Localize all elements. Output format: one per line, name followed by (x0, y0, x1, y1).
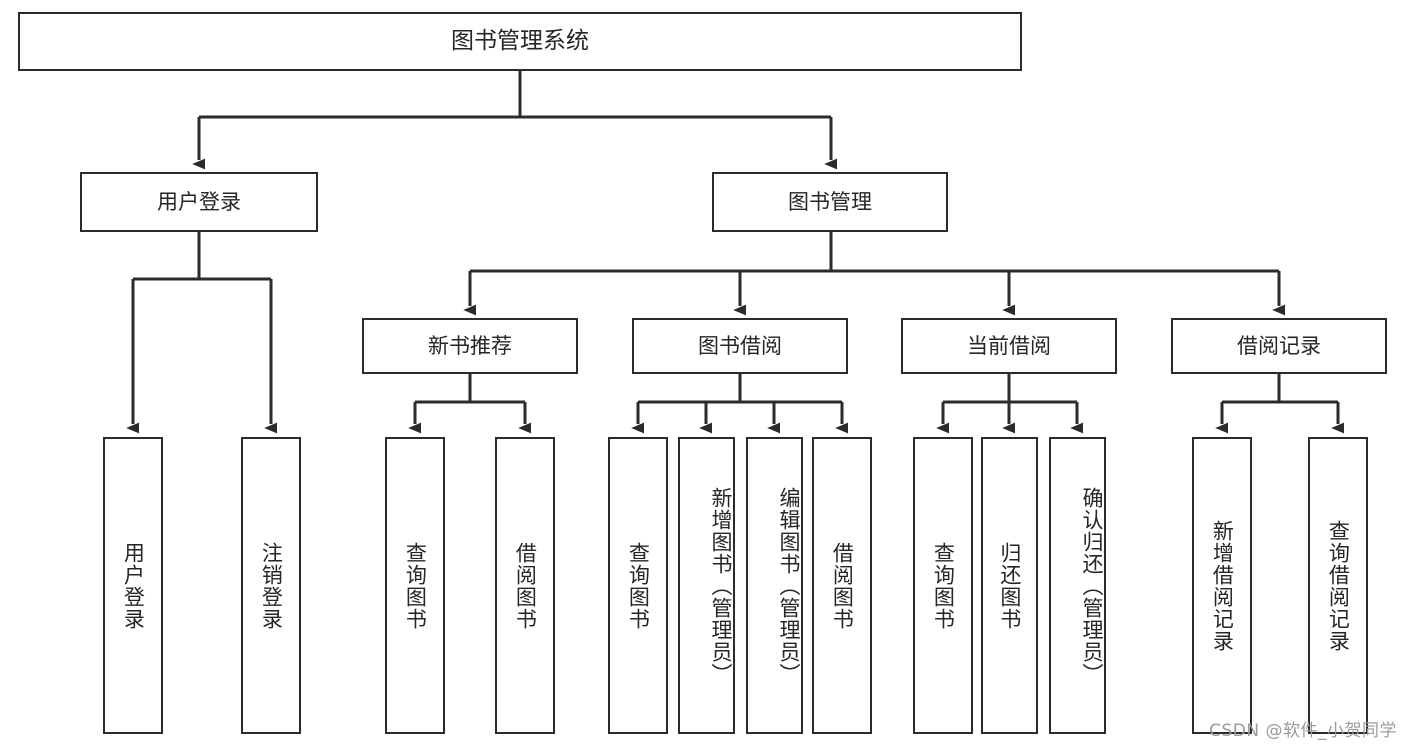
node-book-borrow[interactable]: 图书借阅 (632, 318, 848, 374)
node-user-login-label: 用户登录 (157, 189, 241, 214)
leaf-borrow-book-1[interactable]: 借阅图书 (495, 437, 555, 734)
leaf-return-book[interactable]: 归还图书 (981, 437, 1038, 734)
leaf-query-book-2-label: 查询图书 (626, 541, 651, 630)
node-new-book-recommend-label: 新书推荐 (428, 333, 512, 358)
leaf-add-borrow-record-label: 新增借阅记录 (1210, 519, 1235, 652)
leaf-logout-label: 注销登录 (259, 541, 284, 630)
leaf-return-book-label: 归还图书 (997, 541, 1022, 630)
leaf-user-login[interactable]: 用户登录 (103, 437, 163, 734)
leaf-add-book-admin[interactable]: 新增图书（管理员） (678, 437, 735, 734)
leaf-query-book-1-label: 查询图书 (403, 541, 428, 630)
node-borrow-records[interactable]: 借阅记录 (1171, 318, 1387, 374)
node-user-login[interactable]: 用户登录 (80, 172, 318, 232)
node-book-management[interactable]: 图书管理 (712, 172, 948, 232)
leaf-add-borrow-record[interactable]: 新增借阅记录 (1192, 437, 1252, 734)
leaf-confirm-return-admin-label: 确认归还（管理员） (1080, 486, 1104, 685)
leaf-confirm-return-admin[interactable]: 确认归还（管理员） (1049, 437, 1106, 734)
leaf-add-book-admin-label: 新增图书（管理员） (709, 486, 733, 685)
leaf-query-book-3-label: 查询图书 (931, 541, 956, 630)
node-root-label: 图书管理系统 (451, 27, 589, 54)
node-current-borrow[interactable]: 当前借阅 (901, 318, 1117, 374)
leaf-query-book-2[interactable]: 查询图书 (608, 437, 668, 734)
leaf-query-borrow-record-label: 查询借阅记录 (1326, 519, 1351, 652)
leaf-user-login-label: 用户登录 (121, 541, 146, 630)
node-current-borrow-label: 当前借阅 (967, 333, 1051, 358)
leaf-query-book-3[interactable]: 查询图书 (913, 437, 973, 734)
leaf-borrow-book-2[interactable]: 借阅图书 (812, 437, 872, 734)
node-borrow-records-label: 借阅记录 (1237, 333, 1321, 358)
leaf-edit-book-admin[interactable]: 编辑图书（管理员） (746, 437, 803, 734)
leaf-edit-book-admin-label: 编辑图书（管理员） (777, 486, 801, 685)
node-book-management-label: 图书管理 (788, 189, 872, 214)
node-book-borrow-label: 图书借阅 (698, 333, 782, 358)
node-new-book-recommend[interactable]: 新书推荐 (362, 318, 578, 374)
leaf-query-borrow-record[interactable]: 查询借阅记录 (1308, 437, 1368, 734)
leaf-borrow-book-1-label: 借阅图书 (513, 541, 538, 630)
leaf-borrow-book-2-label: 借阅图书 (830, 541, 855, 630)
node-root[interactable]: 图书管理系统 (18, 12, 1022, 71)
leaf-query-book-1[interactable]: 查询图书 (385, 437, 445, 734)
leaf-logout[interactable]: 注销登录 (241, 437, 301, 734)
